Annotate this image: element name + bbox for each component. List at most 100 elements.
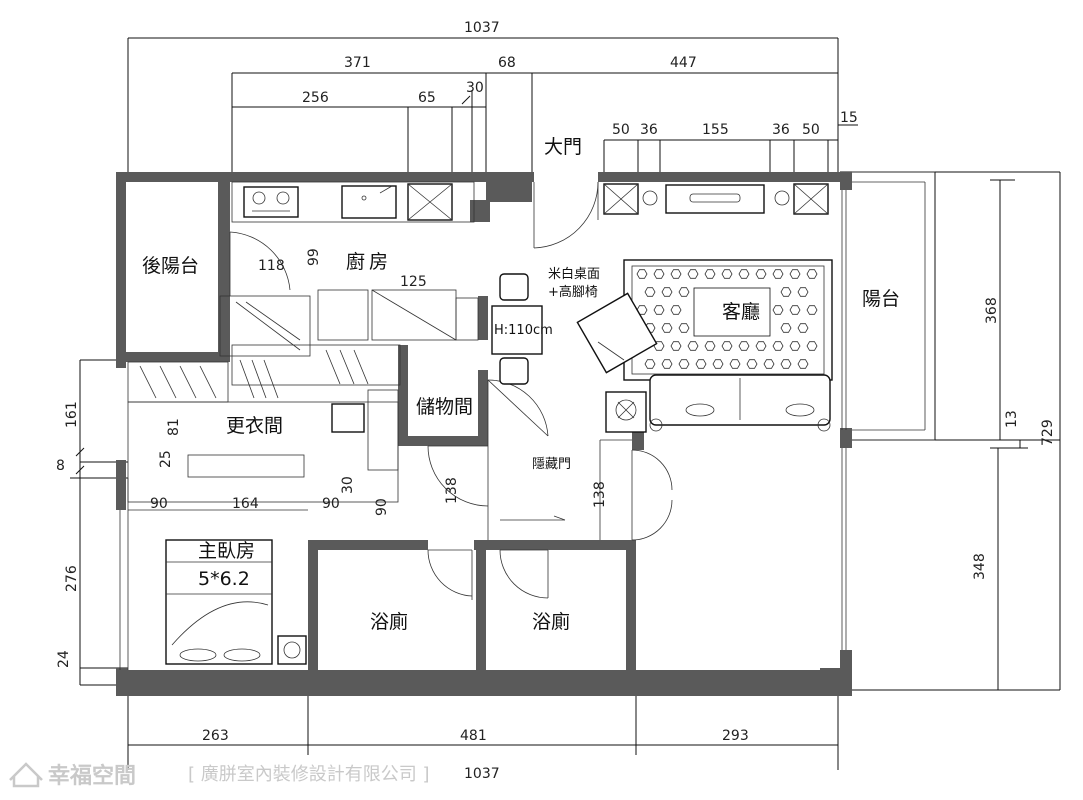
rug-pattern-hex	[678, 323, 690, 333]
interior-lines	[119, 171, 935, 670]
rug-pattern-hex	[789, 305, 801, 315]
room-label-bathroom-1: 浴廁	[370, 610, 408, 633]
walls	[116, 172, 852, 696]
dim-back-99: 99	[306, 248, 322, 266]
dim-bottom-263: 263	[202, 728, 229, 744]
nightstand-icon	[277, 635, 307, 665]
rug-pattern-hex	[704, 341, 716, 351]
dim-door-138b: 138	[592, 481, 608, 508]
dim-closet-90a: 90	[150, 496, 168, 512]
rug-pattern-hex	[729, 359, 741, 369]
dim-closet-164: 164	[232, 496, 259, 512]
tv-cabinet-icon	[603, 183, 829, 215]
dim-tv-155: 155	[702, 122, 729, 138]
rug-pattern-hex	[780, 287, 792, 297]
right-dimension-lines	[840, 171, 1061, 691]
rug-pattern-hex	[636, 269, 648, 279]
rug-pattern-hex	[772, 305, 784, 315]
rug-pattern-hex	[704, 269, 716, 279]
armchair-icon	[576, 292, 658, 374]
rug-pattern-hex	[772, 269, 784, 279]
rug-pattern-hex	[712, 359, 724, 369]
rug-pattern-hex	[738, 269, 750, 279]
room-label-bathroom-2: 浴廁	[532, 610, 570, 633]
coffee-table-icon	[693, 287, 771, 337]
dim-left-8: 8	[56, 458, 65, 474]
rug-pattern-hex	[772, 341, 784, 351]
dim-top-seg-a: 371	[344, 55, 371, 71]
rug-pattern-hex	[670, 305, 682, 315]
dim-tv-36a: 36	[640, 122, 658, 138]
watermark-company: [ 廣胼室內裝修設計有限公司 ]	[188, 764, 430, 785]
dim-closet-25: 25	[158, 450, 174, 468]
rug-pattern-hex	[780, 323, 792, 333]
rug-pattern-hex	[780, 359, 792, 369]
dim-kitchen-65: 65	[418, 90, 436, 106]
rug-pattern-hex	[661, 323, 673, 333]
rug-pattern-hex	[678, 287, 690, 297]
bar-desk-icon	[491, 273, 543, 385]
rug-pattern-hex	[653, 269, 665, 279]
rug-pattern-hex	[746, 359, 758, 369]
rug-pattern-hex	[687, 341, 699, 351]
sofa-icon	[649, 374, 831, 432]
top-dimension-lines	[127, 37, 858, 180]
rug-pattern-hex	[644, 359, 656, 369]
room-label-living-room: 客廳	[722, 301, 760, 323]
rug-pattern-hex	[695, 359, 707, 369]
rug-pattern-hex	[721, 269, 733, 279]
dim-closet-81: 81	[166, 418, 182, 436]
doors	[229, 181, 673, 600]
dim-door-138a: 138	[444, 477, 460, 504]
dim-closet-90c: 90	[374, 498, 390, 516]
dimension-labels: 1037 371 68 447 256 65 30 50 36 155 36 5…	[56, 20, 1056, 782]
dim-right-13: 13	[1004, 410, 1020, 428]
rug-pattern-hex	[653, 341, 665, 351]
bed-size-note: 5*6.2	[198, 568, 250, 590]
fridge-icon	[407, 183, 453, 221]
dresser-icon	[331, 403, 365, 433]
watermark-brand: 幸福空間	[48, 763, 136, 789]
desk-note-line1: 米白桌面	[548, 266, 600, 282]
dim-bottom-293: 293	[722, 728, 749, 744]
rug-pattern-hex	[755, 269, 767, 279]
dim-right-348: 348	[972, 553, 988, 580]
room-label-master-bedroom: 主臥房	[198, 540, 255, 562]
house-logo-icon	[9, 762, 43, 788]
rug-pattern-hex	[661, 287, 673, 297]
side-table-icon	[605, 391, 647, 433]
room-label-balcony: 陽台	[862, 288, 900, 310]
dim-bottom-total: 1037	[464, 766, 500, 782]
room-label-back-balcony: 後陽台	[142, 255, 199, 277]
rug-pattern-hex	[687, 269, 699, 279]
dim-right-368: 368	[984, 297, 1000, 324]
rug-pattern-hex	[806, 305, 818, 315]
rug-pattern-hex	[653, 305, 665, 315]
rug-pattern-hex	[670, 341, 682, 351]
dim-top-seg-c: 447	[670, 55, 697, 71]
rug-pattern-hex	[797, 287, 809, 297]
dim-tv-36b: 36	[772, 122, 790, 138]
desk-height-note: H:110cm	[494, 323, 553, 338]
wardrobe-icon	[139, 301, 369, 399]
dim-top-total: 1037	[464, 20, 500, 36]
room-label-kitchen: 廚房	[346, 250, 392, 273]
room-label-storage: 儲物間	[416, 396, 473, 418]
dim-left-276: 276	[64, 565, 80, 592]
dim-closet-30: 30	[340, 476, 356, 494]
rug-pattern-hex	[755, 341, 767, 351]
sink-icon	[341, 185, 397, 219]
dim-bottom-481: 481	[460, 728, 487, 744]
rug-pattern-hex	[806, 269, 818, 279]
rug-pattern-hex	[661, 359, 673, 369]
rug-pattern-hex	[789, 269, 801, 279]
rug-pattern-hex	[738, 341, 750, 351]
rug-pattern-hex	[670, 269, 682, 279]
rug-pattern-hex	[763, 359, 775, 369]
rug-pattern-hex	[644, 287, 656, 297]
watermark: 幸福空間 [ 廣胼室內裝修設計有限公司 ]	[9, 762, 430, 789]
room-label-entrance: 大門	[544, 136, 582, 158]
dim-left-161: 161	[64, 401, 80, 428]
hidden-door-note: 隱藏門	[532, 457, 571, 472]
